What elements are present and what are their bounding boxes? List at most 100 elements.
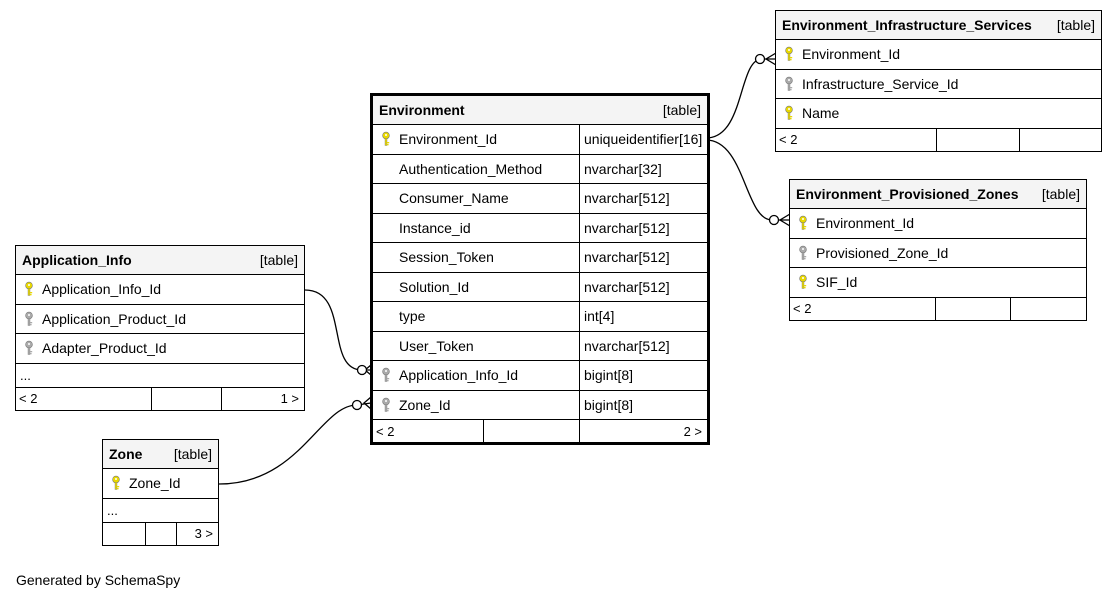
column-row[interactable]: Infrastructure_Service_Id <box>776 70 1101 99</box>
primary-key-icon <box>796 274 810 290</box>
column-row[interactable]: type int[4] <box>373 302 707 332</box>
column-type: nvarchar[512] <box>579 243 707 272</box>
column-name-cell: Session_Token <box>373 243 579 272</box>
table-footer: < 2 2 > <box>373 420 707 442</box>
parents-count[interactable]: < 2 <box>19 391 38 406</box>
column-type: nvarchar[512] <box>579 184 707 213</box>
optional-marker-env-infra <box>754 53 766 65</box>
table-header: Environment [table] <box>373 96 707 125</box>
generated-by-credit: Generated by SchemaSpy <box>16 572 181 588</box>
optional-marker-appinfo-env <box>356 364 368 376</box>
footer-spacer <box>935 297 1010 320</box>
column-name-cell: User_Token <box>373 332 579 361</box>
table-header: Environment_Provisioned_Zones [table] <box>790 180 1086 209</box>
table-type: [table] <box>1056 17 1095 33</box>
column-name: Environment_Id <box>802 46 901 63</box>
column-row[interactable]: Application_Product_Id <box>16 305 304 334</box>
optional-marker-env-zones <box>768 214 780 226</box>
primary-key-icon <box>782 105 796 121</box>
column-name: Name <box>802 105 840 122</box>
table-type: [table] <box>259 252 298 268</box>
link-env-infra <box>705 58 776 139</box>
children-count[interactable] <box>1019 128 1101 151</box>
foreign-key-icon <box>379 397 393 413</box>
column-row[interactable]: Name <box>776 99 1101 129</box>
column-name: type <box>399 308 426 325</box>
column-type: bigint[8] <box>579 390 707 419</box>
column-type: nvarchar[512] <box>579 331 707 360</box>
column-name-cell: Adapter_Product_Id <box>16 334 167 363</box>
column-name-cell: Authentication_Method <box>373 155 579 184</box>
column-name: Environment_Id <box>399 131 498 148</box>
table-zone[interactable]: Zone [table] Zone_Id ... 3 > <box>102 439 219 546</box>
column-name: Session_Token <box>399 249 494 266</box>
foreign-key-icon <box>379 367 393 383</box>
column-row[interactable]: SIF_Id <box>790 268 1086 298</box>
footer-spacer <box>483 420 579 442</box>
primary-key-icon <box>796 215 810 231</box>
column-name-cell: Provisioned_Zone_Id <box>790 239 948 268</box>
link-zone-env <box>218 402 372 485</box>
parents-count[interactable]: < 2 <box>376 423 395 439</box>
table-name: Environment <box>379 102 465 118</box>
table-environment-provisioned-zones[interactable]: Environment_Provisioned_Zones [table] En… <box>789 179 1087 321</box>
footer-spacer <box>145 522 176 545</box>
table-footer: < 2 1 > <box>16 387 304 410</box>
column-name-cell: Application_Product_Id <box>16 305 186 334</box>
table-name: Application_Info <box>22 252 132 268</box>
column-name: Provisioned_Zone_Id <box>816 244 949 261</box>
column-name: Zone_Id <box>399 396 451 413</box>
footer-spacer <box>151 387 221 410</box>
table-application-info[interactable]: Application_Info [table] Application_Inf… <box>15 245 305 411</box>
table-footer: < 2 <box>790 297 1086 320</box>
children-count[interactable] <box>1010 297 1086 320</box>
children-count[interactable]: 1 > <box>221 387 304 410</box>
column-row[interactable]: Application_Info_Id <box>16 275 304 305</box>
column-row[interactable]: Session_Token nvarchar[512] <box>373 243 707 273</box>
table-environment-infrastructure-services[interactable]: Environment_Infrastructure_Services [tab… <box>775 10 1102 152</box>
column-row[interactable]: Adapter_Product_Id <box>16 334 304 364</box>
parents-count[interactable] <box>103 523 145 545</box>
column-row[interactable]: Zone_Id bigint[8] <box>373 390 707 420</box>
column-name-cell: Environment_Id <box>373 125 579 154</box>
children-count[interactable]: 2 > <box>579 420 707 442</box>
children-count[interactable]: 3 > <box>176 522 218 545</box>
parents-count[interactable]: < 2 <box>779 132 798 147</box>
column-row[interactable]: Environment_Id <box>790 209 1086 239</box>
table-type: [table] <box>662 102 701 118</box>
column-row[interactable]: User_Token nvarchar[512] <box>373 331 707 361</box>
crowfoot-env-zones <box>778 213 791 227</box>
column-name: Adapter_Product_Id <box>42 340 167 357</box>
parents-count[interactable]: < 2 <box>793 301 812 316</box>
column-row[interactable]: Environment_Id <box>776 40 1101 70</box>
column-name-cell: Environment_Id <box>776 40 900 69</box>
table-type: [table] <box>1041 186 1080 202</box>
column-name-cell: Zone_Id <box>373 391 579 420</box>
table-name: Environment_Infrastructure_Services <box>782 17 1032 33</box>
foreign-key-icon <box>796 245 810 261</box>
crowfoot-env-infra <box>764 52 777 66</box>
primary-key-icon <box>109 475 123 491</box>
column-row[interactable]: Zone_Id <box>103 469 218 499</box>
foreign-key-icon <box>22 311 36 327</box>
column-name-cell: Consumer_Name <box>373 184 579 213</box>
table-footer: 3 > <box>103 522 218 545</box>
column-name-cell: Solution_Id <box>373 273 579 302</box>
column-name: User_Token <box>399 337 474 354</box>
column-type: int[4] <box>579 302 707 331</box>
table-header: Application_Info [table] <box>16 246 304 275</box>
link-env-zones <box>705 139 790 221</box>
column-row[interactable]: Provisioned_Zone_Id <box>790 239 1086 268</box>
more-columns-ellipsis: ... <box>103 499 218 523</box>
column-type: nvarchar[32] <box>579 154 707 183</box>
